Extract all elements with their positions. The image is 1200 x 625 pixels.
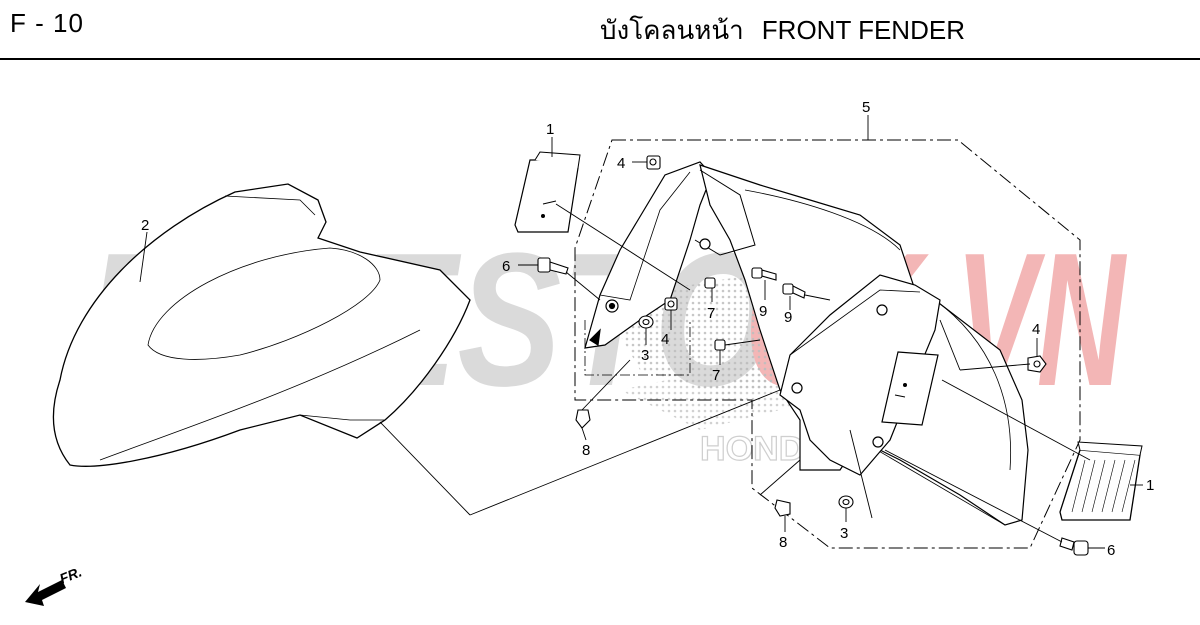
center-bracket	[694, 169, 941, 476]
callout-bolt-left: 6	[502, 258, 510, 275]
reflector-bottom-right	[1059, 441, 1143, 521]
direction-label: FR.	[57, 563, 84, 586]
callout-reflector-bottom-right: 1	[1146, 477, 1154, 494]
bolt-6-right	[1059, 537, 1089, 556]
screw-8-right	[774, 499, 791, 517]
screw-8-left	[575, 409, 591, 429]
header-divider	[0, 58, 1200, 60]
washer-3-right	[838, 495, 854, 509]
bolt-6-left	[537, 257, 569, 275]
callout-nut-top: 4	[617, 155, 625, 172]
callout-screw-right: 8	[779, 534, 787, 551]
callout-screw-9-a: 9	[759, 303, 767, 320]
nut-4-top	[646, 155, 661, 170]
reflector-window	[881, 351, 939, 426]
page-header: F - 10 บังโคลนหน้า FRONT FENDER	[0, 0, 1200, 60]
callout-reflector-top-left: 1	[546, 121, 554, 138]
washer-3-left	[638, 315, 654, 329]
callout-labels: 1 2 5 4 6 7 9 9 3 4 7 4 8 1 3 8 6	[141, 99, 1154, 559]
page-title: บังโคลนหน้า FRONT FENDER	[600, 10, 965, 51]
callout-nut-right: 4	[1032, 321, 1040, 338]
clip-7-upper	[704, 277, 716, 289]
fasteners	[537, 155, 1089, 556]
page-code: F - 10	[10, 8, 84, 38]
front-direction-arrow: FR.	[25, 563, 84, 606]
callout-washer-right: 3	[840, 525, 848, 542]
title-thai: บังโคลนหน้า	[600, 15, 744, 45]
nut-4-center	[664, 297, 678, 311]
leader-lines	[139, 115, 1143, 549]
clip-7-lower	[714, 339, 726, 351]
nut-4-right	[1027, 355, 1047, 373]
callout-screw-left: 8	[582, 442, 590, 459]
callout-bolt-right: 6	[1107, 542, 1115, 559]
callout-washer-left: 3	[641, 347, 649, 364]
front-fender-part	[52, 183, 471, 467]
callout-assembly: 5	[862, 99, 870, 116]
reflector-top-left	[514, 151, 581, 233]
callout-clip-upper: 7	[707, 305, 715, 322]
title-english: FRONT FENDER	[761, 15, 965, 45]
callout-screw-9-b: 9	[784, 309, 792, 326]
left-mount-bracket	[584, 161, 713, 349]
callout-front-fender: 2	[141, 217, 149, 234]
callout-nut-center: 4	[661, 331, 669, 348]
screw-9-b	[782, 283, 806, 299]
assembly-outline	[574, 139, 1081, 549]
callout-clip-lower: 7	[712, 367, 720, 384]
screw-9-a	[751, 267, 777, 281]
